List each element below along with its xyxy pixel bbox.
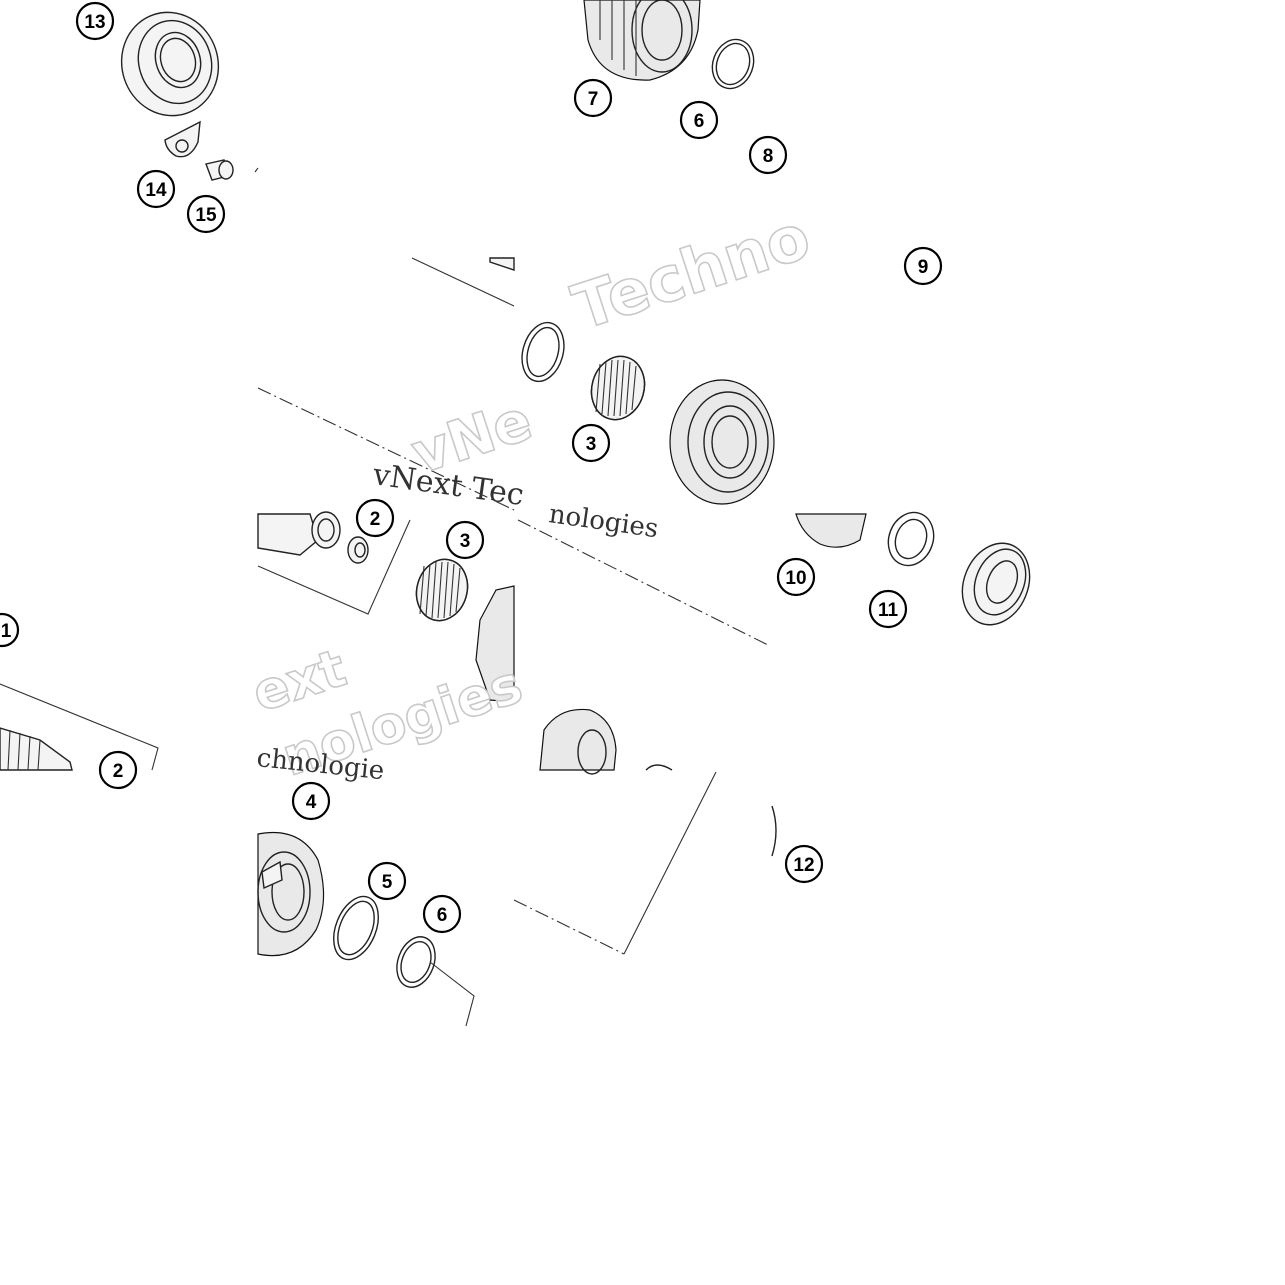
callout-2-left: 2 xyxy=(98,750,138,790)
svg-text:6: 6 xyxy=(694,111,705,132)
bush-2 xyxy=(347,536,369,564)
circlip-6-bottom xyxy=(396,936,436,988)
leader-bracket xyxy=(429,961,475,1027)
svg-text:1: 1 xyxy=(1,621,12,642)
callout-11: 11 xyxy=(868,589,908,629)
lock-washer-14 xyxy=(164,120,201,158)
screw-15 xyxy=(205,159,259,181)
ball-bearing-right xyxy=(961,542,1031,626)
washer-5 xyxy=(333,895,379,961)
thrust-washer xyxy=(521,321,565,383)
bracket-line-c xyxy=(623,771,717,955)
callout-2: 2 xyxy=(355,498,395,538)
svg-text:7: 7 xyxy=(588,89,599,110)
watermark-text: Techno xyxy=(564,200,818,345)
svg-text:10: 10 xyxy=(785,568,806,589)
gear-7 xyxy=(583,0,701,81)
svg-text:2: 2 xyxy=(113,761,124,782)
svg-text:3: 3 xyxy=(460,531,471,552)
callout-1: 1 xyxy=(0,612,20,648)
callout-4: 4 xyxy=(291,781,331,821)
callout-8: 8 xyxy=(748,135,788,175)
svg-text:11: 11 xyxy=(878,600,899,621)
svg-text:6: 6 xyxy=(437,905,448,926)
watermark-text: nologies xyxy=(547,499,660,544)
bearing-13 xyxy=(120,11,220,117)
shaft-middle xyxy=(257,511,341,556)
callout-6-bottom: 6 xyxy=(422,894,462,934)
washer-11 xyxy=(887,511,935,567)
svg-text:8: 8 xyxy=(763,146,774,167)
callout-3: 3 xyxy=(571,423,611,463)
callout-7: 7 xyxy=(573,78,613,118)
gear-edge-middle xyxy=(475,585,515,703)
svg-text:13: 13 xyxy=(84,12,105,33)
bracket-line-a xyxy=(257,519,411,615)
circlip-6-top xyxy=(711,38,755,90)
svg-text:3: 3 xyxy=(586,434,597,455)
svg-text:2: 2 xyxy=(370,509,381,530)
shaft-left xyxy=(0,727,73,771)
needle-bearing-3-lower xyxy=(415,558,469,622)
bracket-line-b xyxy=(0,683,159,771)
svg-text:12: 12 xyxy=(793,855,814,876)
callout-14: 14 xyxy=(136,169,176,209)
callout-10: 10 xyxy=(776,557,816,597)
callout-9: 9 xyxy=(903,246,943,286)
svg-text:4: 4 xyxy=(306,792,317,813)
part-edge-12 xyxy=(771,805,777,857)
svg-text:9: 9 xyxy=(918,257,929,278)
gear-small-lower xyxy=(539,708,673,775)
axis-line-b xyxy=(517,519,771,647)
gear-4 xyxy=(257,831,325,957)
needle-bearing-3 xyxy=(590,355,646,421)
svg-text:14: 14 xyxy=(145,180,167,201)
gear-10 xyxy=(795,513,867,548)
svg-text:5: 5 xyxy=(382,872,393,893)
callout-3-lower: 3 xyxy=(445,520,485,560)
shaft-outline-line xyxy=(411,257,515,307)
shaft-stub xyxy=(489,257,515,271)
callout-6-top: 6 xyxy=(679,100,719,140)
axis-line-c xyxy=(513,899,625,955)
callout-5: 5 xyxy=(367,861,407,901)
callout-12: 12 xyxy=(784,844,824,884)
callout-13: 13 xyxy=(75,1,115,41)
svg-text:15: 15 xyxy=(195,205,217,226)
gear-large-center xyxy=(669,379,775,505)
callout-15: 15 xyxy=(186,194,226,234)
